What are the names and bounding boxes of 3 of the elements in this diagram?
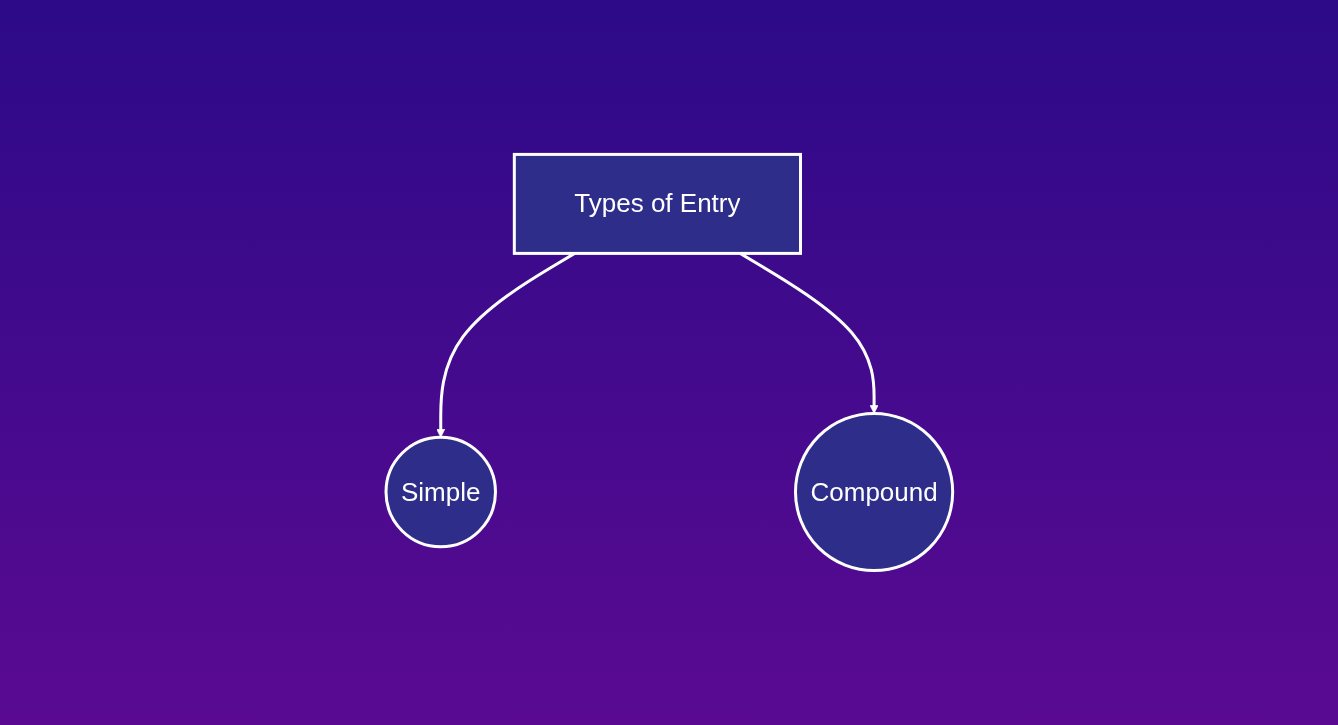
node-box: Types of Entry [512,152,802,255]
node-circle: Compound [793,411,954,573]
node-circle: Simple [384,435,497,549]
